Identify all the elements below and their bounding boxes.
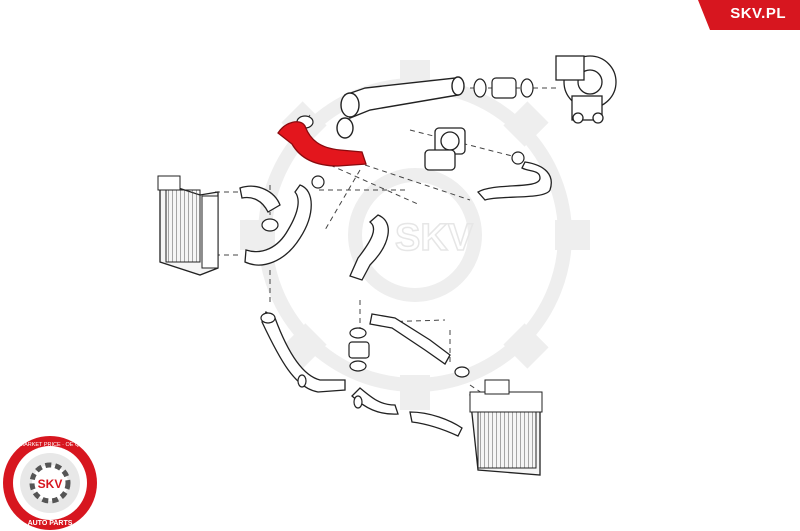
lower-right-pipe — [369, 313, 451, 365]
highlighted-coolant-hose — [277, 121, 367, 167]
seal-bottom-text: AUTO PARTS — [28, 520, 73, 527]
upper-connectors — [261, 77, 534, 232]
turbocharger-icon — [555, 55, 617, 124]
skv-seal-icon: SKV AFTERMARKET PRICE · OE QUALITY AUTO … — [1, 436, 99, 530]
middle-bent-pipe — [349, 214, 389, 281]
upper-intake-pipe — [336, 76, 465, 139]
lower-right-hose — [409, 411, 463, 437]
left-curved-hose — [239, 185, 281, 213]
seal-ring-text: AFTERMARKET PRICE · OE QUALITY — [1, 442, 98, 448]
left-long-hose — [244, 184, 312, 266]
brand-tab — [698, 0, 800, 30]
seal-center-text: SKV — [38, 477, 63, 491]
intercooler-left-icon — [157, 175, 219, 276]
throttle-body-icon — [424, 127, 466, 171]
intercooler-right-icon — [469, 379, 543, 476]
right-upper-hose — [476, 161, 552, 201]
lower-connectors — [260, 312, 470, 409]
brand-logo[interactable]: SKV.PL — [730, 5, 786, 22]
watermark-text: SKV — [395, 217, 474, 259]
